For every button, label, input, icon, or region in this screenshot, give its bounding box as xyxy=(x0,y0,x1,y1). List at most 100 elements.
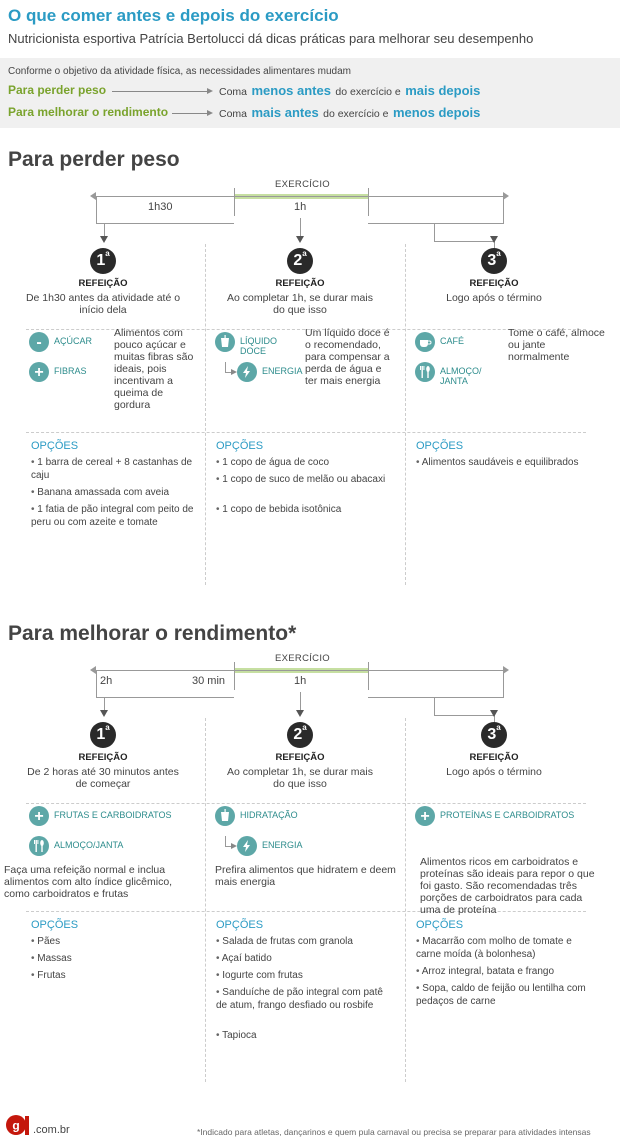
intro-text: Conforme o objetivo da atividade física,… xyxy=(8,66,351,77)
options-heading: OPÇÕES xyxy=(216,919,264,931)
g1-logo: g xyxy=(6,1115,29,1135)
option-item: Pães xyxy=(31,935,203,948)
timeline-tick xyxy=(234,188,235,216)
column-divider xyxy=(405,718,406,1082)
options-heading: OPÇÕES xyxy=(416,440,464,452)
timeline-label: 30 min xyxy=(192,675,226,687)
minus-icon: - xyxy=(29,332,49,352)
bracket-line xyxy=(300,218,301,240)
meal-ordinal: a xyxy=(496,723,501,732)
bracket-line xyxy=(368,697,504,698)
svg-text:g: g xyxy=(12,1119,19,1133)
timeline-label: 1h30 xyxy=(148,201,173,213)
meal-label: REFEIÇÃO xyxy=(78,752,128,763)
icon-label: FRUTAS E CARBOIDRATOS xyxy=(54,810,172,820)
arrow-right-icon xyxy=(503,666,509,674)
bracket-line xyxy=(96,223,234,224)
exercise-label: EXERCÍCIO xyxy=(275,179,330,190)
meal-number-badge: 1a xyxy=(90,248,116,274)
timeline-tick xyxy=(368,662,369,690)
footer-note: *Indicado para atletas, dançarinos e que… xyxy=(197,1127,591,1137)
arrow-left-icon xyxy=(90,666,96,674)
option-item: Alimentos saudáveis e equilibrados xyxy=(416,456,588,469)
connector-line xyxy=(225,372,235,373)
cutlery-icon xyxy=(415,362,435,382)
icon-label: ENERGIA xyxy=(262,840,303,850)
icon-label: HIDRATAÇÃO xyxy=(240,810,298,820)
row-divider xyxy=(26,803,586,804)
meal-number: 3 xyxy=(487,726,497,743)
meal-number-badge: 3a xyxy=(481,248,507,274)
icon-label: PROTEÍNAS E CARBOIDRATOS xyxy=(440,810,575,820)
intro-goal-lose: Para perder peso xyxy=(8,83,107,97)
option-item: Salada de frutas com granola xyxy=(216,935,388,948)
option-item: Iogurte com frutas xyxy=(216,969,388,982)
option-item: Macarrão com molho de tomate e carne moí… xyxy=(416,935,588,961)
intro-arrow xyxy=(112,91,208,92)
meal-label: REFEIÇÃO xyxy=(78,278,128,289)
meal-number-badge: 1a xyxy=(90,722,116,748)
bracket-line xyxy=(434,223,435,241)
connector-line xyxy=(225,362,226,372)
plus-icon: + xyxy=(29,362,49,382)
timeline-line xyxy=(96,670,504,671)
arrow-down-icon xyxy=(490,710,498,717)
bracket-line xyxy=(494,241,495,249)
meal-ordinal: a xyxy=(496,249,501,258)
page-title: O que comer antes e depois do exercício xyxy=(8,6,339,25)
meal-label: REFEIÇÃO xyxy=(275,278,325,289)
plus-icon: + xyxy=(29,806,49,826)
meal-ordinal: a xyxy=(302,249,307,258)
option-item: Tapioca xyxy=(216,1029,388,1042)
intro-advice-lose: Coma menos antes do exercício e mais dep… xyxy=(219,83,481,98)
meal-timing: Logo após o término xyxy=(446,292,542,304)
option-item: Massas xyxy=(31,952,203,965)
options-heading: OPÇÕES xyxy=(31,919,79,931)
footer-domain: .com.br xyxy=(33,1124,70,1136)
intro-box xyxy=(0,58,620,128)
timeline-tick xyxy=(234,662,235,690)
icon-label: AÇÚCAR xyxy=(54,336,93,346)
icon-label: LÍQUIDO DOCE xyxy=(240,336,278,356)
meal-advice: Tome o café, almoce ou jante normalmente xyxy=(508,327,605,363)
icon-label: ENERGIA xyxy=(262,366,303,376)
page-subtitle: Nutricionista esportiva Patrícia Bertolu… xyxy=(8,31,534,46)
option-item: Sopa, caldo de feijão ou lentilha com pe… xyxy=(416,982,588,1008)
arrow-right-icon xyxy=(503,192,509,200)
plus-icon: + xyxy=(415,806,435,826)
energy-icon xyxy=(237,362,257,382)
option-item: 1 barra de cereal + 8 castanhas de caju xyxy=(31,456,203,482)
column-divider xyxy=(205,244,206,585)
meal-number-badge: 3a xyxy=(481,722,507,748)
meal-timing: Ao completar 1h, se durar mais do que is… xyxy=(227,766,373,790)
bracket-line xyxy=(503,670,504,698)
column-divider xyxy=(205,718,206,1082)
arrow-right-icon xyxy=(207,110,213,116)
meal-ordinal: a xyxy=(105,723,110,732)
arrow-down-icon xyxy=(296,236,304,243)
meal-number: 1 xyxy=(96,726,106,743)
options-heading: OPÇÕES xyxy=(31,440,79,452)
arrow-down-icon xyxy=(100,236,108,243)
icon-label: ALMOÇO/JANTA xyxy=(54,840,124,850)
option-item: 1 copo de água de coco xyxy=(216,456,388,469)
row-divider xyxy=(26,911,586,912)
drink-icon xyxy=(215,806,235,826)
option-item: Sanduíche de pão integral com patê de at… xyxy=(216,986,388,1012)
bracket-line xyxy=(434,715,494,716)
meal-number: 1 xyxy=(96,252,106,269)
section-title: Para melhorar o rendimento* xyxy=(8,622,297,645)
timeline-tick xyxy=(96,670,97,698)
options-heading: OPÇÕES xyxy=(216,440,264,452)
options-heading: OPÇÕES xyxy=(416,919,464,931)
bracket-line xyxy=(96,697,234,698)
meal-label: REFEIÇÃO xyxy=(469,752,519,763)
meal-label: REFEIÇÃO xyxy=(469,278,519,289)
meal-ordinal: a xyxy=(302,723,307,732)
meal-advice: Um líquido doce é o recomendado, para co… xyxy=(305,327,390,387)
meal-timing: De 2 horas até 30 minutos antes de começ… xyxy=(27,766,179,790)
meal-timing: Logo após o término xyxy=(446,766,542,778)
option-item: Arroz integral, batata e frango xyxy=(416,965,588,978)
timeline-label: 1h xyxy=(294,675,307,687)
meal-advice: Alimentos ricos em carboidratos e proteí… xyxy=(420,856,595,916)
